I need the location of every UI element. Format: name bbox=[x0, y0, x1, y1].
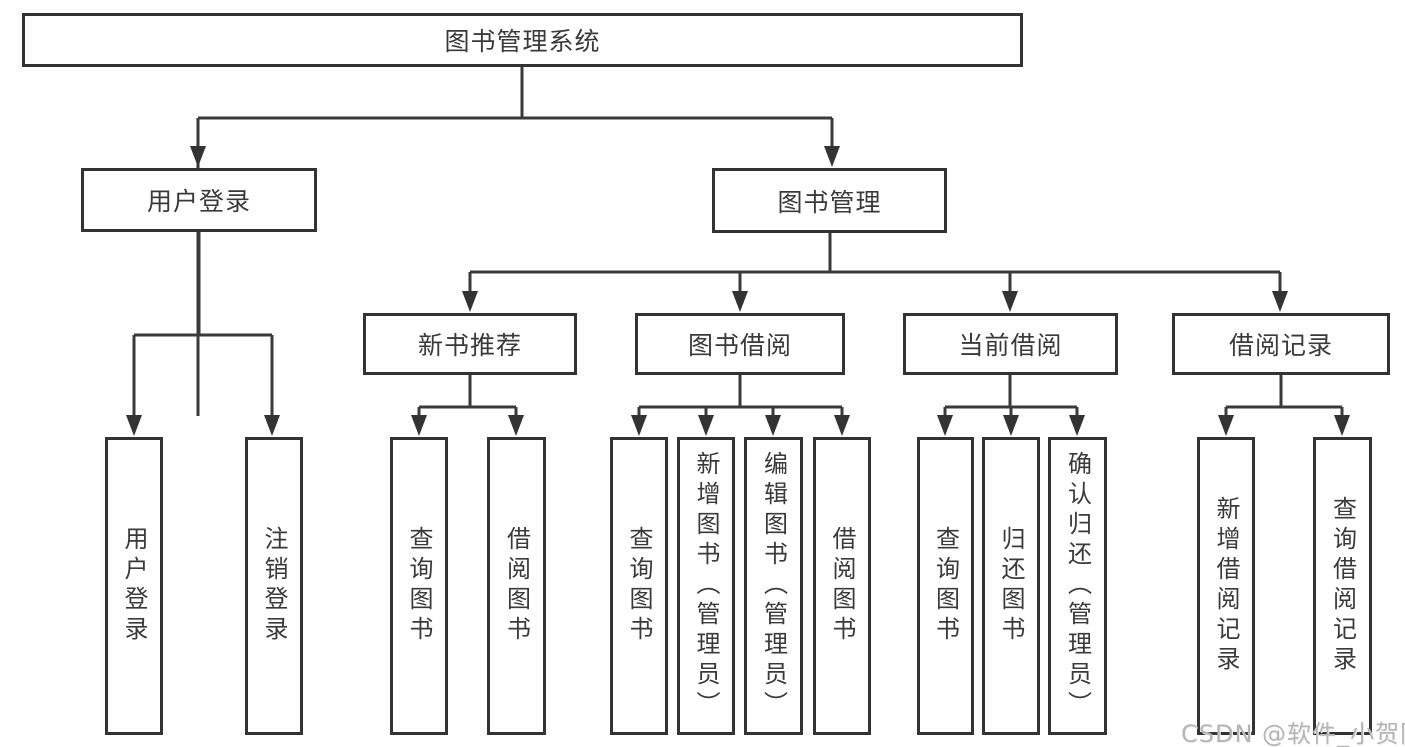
node-label: 确认归还（管理员） bbox=[1063, 451, 1092, 721]
arrow-head bbox=[631, 415, 647, 436]
arrow-head bbox=[937, 415, 953, 436]
node-label: 查询图书 bbox=[625, 526, 653, 646]
node-current-borrow: 当前借阅 bbox=[903, 313, 1118, 375]
arrow-head bbox=[834, 415, 850, 436]
leaf-borrow-books-recommend: 借阅图书 bbox=[487, 437, 546, 735]
connector-root-branch bbox=[190, 67, 840, 416]
arrow-head bbox=[824, 146, 840, 167]
arrow-head bbox=[411, 415, 427, 436]
arrow-head bbox=[462, 291, 478, 312]
leaf-query-books-current: 查询图书 bbox=[917, 437, 974, 735]
connector-new-book-branch bbox=[411, 375, 524, 436]
arrow-head bbox=[732, 291, 748, 312]
arrow-head bbox=[698, 415, 714, 436]
leaf-borrow-books: 借阅图书 bbox=[813, 437, 871, 735]
node-label: 图书借阅 bbox=[687, 331, 792, 360]
leaf-query-books-borrow: 查询图书 bbox=[610, 437, 668, 735]
arrow-head bbox=[508, 415, 524, 436]
leaf-return-book: 归还图书 bbox=[982, 437, 1040, 735]
arrow-head bbox=[1272, 291, 1288, 312]
connector-borrow-record-branch bbox=[1218, 375, 1350, 436]
node-library-system: 图书管理系统 bbox=[22, 13, 1023, 67]
node-label: 编辑图书（管理员） bbox=[759, 451, 788, 721]
node-label: 新增借阅记录 bbox=[1212, 496, 1240, 676]
node-book-borrow: 图书借阅 bbox=[635, 313, 845, 375]
node-label: 借阅图书 bbox=[502, 526, 531, 646]
arrow-head bbox=[264, 415, 280, 436]
node-label: 新书推荐 bbox=[417, 331, 522, 360]
arrow-head bbox=[765, 415, 781, 436]
leaf-add-book-admin: 新增图书（管理员） bbox=[677, 437, 735, 735]
node-label: 查询借阅记录 bbox=[1328, 496, 1357, 676]
connector-user-login-branch bbox=[126, 232, 280, 436]
connector-book-management-branch bbox=[462, 233, 1288, 312]
arrow-head bbox=[1069, 415, 1085, 436]
leaf-query-borrow-record: 查询借阅记录 bbox=[1313, 437, 1372, 735]
connector-current-borrow-branch bbox=[937, 375, 1085, 436]
leaf-confirm-return-admin: 确认归还（管理员） bbox=[1048, 437, 1107, 735]
node-label: 图书管理 bbox=[777, 187, 882, 217]
node-label: 查询图书 bbox=[405, 526, 433, 646]
arrow-head bbox=[1334, 415, 1350, 436]
arrow-head bbox=[1218, 415, 1234, 436]
leaf-add-borrow-record: 新增借阅记录 bbox=[1197, 437, 1255, 735]
node-label: 当前借阅 bbox=[958, 331, 1063, 360]
connector-book-borrow-branch bbox=[631, 375, 850, 436]
csdn-watermark: CSDN @软件_小贺同学 bbox=[1181, 720, 1405, 747]
arrow-head bbox=[1003, 415, 1019, 436]
node-label: 新增图书（管理员） bbox=[692, 451, 720, 721]
node-label: 查询图书 bbox=[931, 526, 960, 646]
node-borrow-records: 借阅记录 bbox=[1172, 313, 1390, 375]
node-label: 归还图书 bbox=[997, 526, 1025, 646]
node-label: 借阅记录 bbox=[1228, 331, 1333, 360]
node-book-management: 图书管理 bbox=[712, 168, 947, 233]
node-label: 用户登录 bbox=[120, 526, 148, 646]
node-label: 图书管理系统 bbox=[444, 27, 601, 56]
leaf-edit-book-admin: 编辑图书（管理员） bbox=[744, 437, 803, 735]
node-new-book-recommend: 新书推荐 bbox=[363, 313, 577, 375]
node-label: 用户登录 bbox=[146, 187, 251, 216]
leaf-user-login: 用户登录 bbox=[105, 437, 163, 735]
leaf-query-books-recommend: 查询图书 bbox=[390, 437, 448, 735]
node-user-login: 用户登录 bbox=[81, 168, 317, 232]
arrow-head bbox=[190, 146, 206, 167]
node-label: 注销登录 bbox=[260, 526, 288, 646]
node-label: 借阅图书 bbox=[828, 526, 856, 646]
arrow-head bbox=[1002, 291, 1018, 312]
leaf-logout: 注销登录 bbox=[245, 437, 303, 735]
arrow-head bbox=[126, 415, 142, 436]
